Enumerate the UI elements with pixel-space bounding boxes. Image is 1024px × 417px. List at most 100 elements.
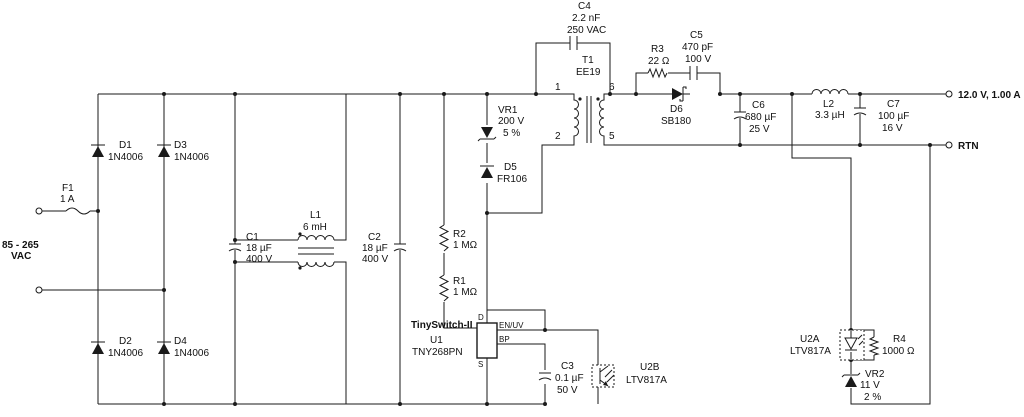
inductor-l1: L1 6 mH [297, 210, 335, 270]
zener-vr1: VR1 200 V 5 % [477, 105, 524, 142]
ac-input-terminals: 85 - 265 VAC [2, 207, 43, 294]
c5-ref: C5 [690, 30, 703, 41]
diode-d4: D4 1N4006 [157, 336, 209, 359]
d3-ref: D3 [174, 140, 187, 151]
t1-pin6: 6 [609, 82, 615, 93]
c6-value: 680 µF [745, 112, 776, 123]
input-voltage-range: 85 - 265 [2, 240, 39, 251]
fuse-value: 1 A [60, 194, 75, 205]
d6-part: SB180 [661, 116, 691, 127]
u1-pin-en: EN/UV [499, 321, 524, 330]
diode-d1: D1 1N4006 [91, 140, 143, 163]
c1-value: 18 µF [246, 243, 272, 254]
c7-ref: C7 [887, 99, 900, 110]
d6-ref: D6 [670, 104, 683, 115]
u1-part: TNY268PN [412, 347, 463, 358]
d1-part: 1N4006 [108, 152, 143, 163]
r4-ref: R4 [893, 334, 906, 345]
diode-d3: D3 1N4006 [157, 140, 209, 163]
resistor-r4: R4 1000 Ω [868, 334, 915, 357]
capacitor-c3: C3 0.1 µF 50 V [538, 361, 584, 396]
l2-ref: L2 [823, 99, 835, 110]
c3-ref: C3 [561, 361, 574, 372]
c2-value: 18 µF [362, 243, 388, 254]
u1-pin-s: S [478, 360, 483, 369]
r2-value: 1 MΩ [453, 240, 478, 251]
r1-value: 1 MΩ [453, 287, 478, 298]
d4-part: 1N4006 [174, 348, 209, 359]
c7-rating: 16 V [882, 123, 903, 134]
input-voltage-unit: VAC [11, 251, 31, 262]
diode-d2: D2 1N4006 [91, 336, 143, 359]
output-positive-label: 12.0 V, 1.00 A [958, 90, 1021, 101]
resistor-r3: R3 22 Ω [647, 44, 670, 79]
c4-value: 2.2 nF [572, 13, 600, 24]
d5-ref: D5 [504, 162, 517, 173]
vr1-value: 200 V [498, 116, 524, 127]
fuse-ref: F1 [62, 183, 74, 194]
vr1-tolerance: 5 % [503, 128, 520, 139]
l1-value: 6 mH [303, 222, 327, 233]
c2-rating: 400 V [362, 254, 388, 265]
d3-part: 1N4006 [174, 152, 209, 163]
c3-rating: 50 V [557, 385, 578, 396]
d1-ref: D1 [119, 140, 132, 151]
c2-ref: C2 [368, 232, 381, 243]
inductor-l2: L2 3.3 µH [811, 88, 849, 121]
capacitor-c7: C7 100 µF 16 V [853, 99, 909, 134]
c1-ref: C1 [246, 232, 259, 243]
c1-rating: 400 V [246, 254, 272, 265]
transformer-t1: T1 EE19 1 2 6 5 [555, 55, 620, 146]
d2-ref: D2 [119, 336, 132, 347]
capacitor-c1: C1 18 µF 400 V [228, 232, 272, 265]
c5-rating: 100 V [685, 54, 711, 65]
zener-vr2: VR2 11 V 2 % [841, 369, 885, 403]
output-terminals: 12.0 V, 1.00 A RTN [945, 90, 1021, 152]
u1-pin-d: D [478, 313, 484, 322]
u2a-ref: U2A [800, 334, 820, 345]
u1-pin-bp: BP [499, 335, 510, 344]
wiring [42, 42, 946, 405]
l1-ref: L1 [310, 210, 322, 221]
c4-rating: 250 VAC [567, 25, 606, 36]
d5-part: FR106 [497, 174, 527, 185]
switcher-u1: D S EN/UV BP TinySwitch-II U1 TNY268PN [411, 313, 524, 369]
fuse-f1: F1 1 A [60, 183, 91, 215]
c7-value: 100 µF [878, 111, 909, 122]
vr2-value: 11 V [860, 380, 880, 391]
r1-ref: R1 [453, 276, 466, 287]
d4-ref: D4 [174, 336, 187, 347]
c6-ref: C6 [752, 100, 765, 111]
t1-pin5: 5 [609, 131, 615, 142]
r3-value: 22 Ω [648, 56, 670, 67]
d2-part: 1N4006 [108, 348, 143, 359]
diode-d5: D5 FR106 [480, 162, 527, 185]
schottky-d6: D6 SB180 [661, 86, 691, 127]
c4-ref: C4 [578, 1, 591, 12]
c3-value: 0.1 µF [555, 373, 584, 384]
r4-value: 1000 Ω [882, 346, 915, 357]
output-return-label: RTN [958, 141, 979, 152]
capacitor-c4: C4 2.2 nF 250 VAC [567, 1, 606, 50]
t1-ref: T1 [582, 55, 594, 66]
resistor-r1: R1 1 MΩ [438, 274, 478, 302]
u2b-ref: U2B [640, 362, 660, 373]
r3-ref: R3 [651, 44, 664, 55]
junction-dots [96, 92, 932, 406]
t1-pin1: 1 [555, 82, 561, 93]
optocoupler-u2a: U2A LTV817A [790, 329, 865, 361]
vr2-tolerance: 2 % [864, 392, 881, 403]
optocoupler-u2b: U2B LTV817A [591, 362, 667, 388]
c6-rating: 25 V [749, 124, 770, 135]
vr1-ref: VR1 [498, 105, 518, 116]
vr2-ref: VR2 [865, 369, 885, 380]
resistor-r2: R2 1 MΩ [438, 224, 478, 252]
u2b-part: LTV817A [626, 375, 667, 386]
t1-pin2: 2 [555, 131, 561, 142]
l2-value: 3.3 µH [815, 110, 845, 121]
r2-ref: R2 [453, 229, 466, 240]
capacitor-c2: C2 18 µF 400 V [362, 232, 407, 265]
t1-core: EE19 [576, 67, 601, 78]
u1-family: TinySwitch-II [411, 320, 473, 331]
